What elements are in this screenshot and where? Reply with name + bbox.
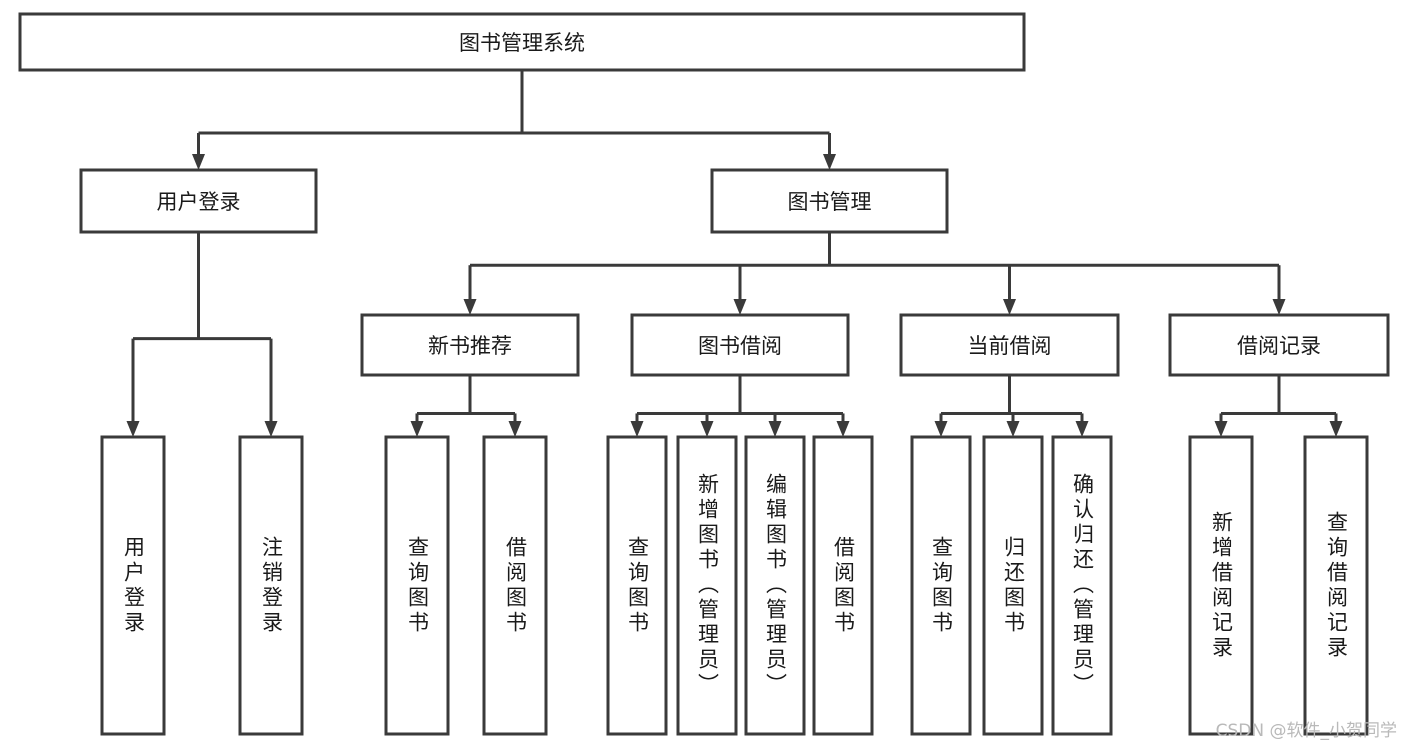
node-leaf-user-login[interactable]	[100, 435, 166, 736]
node-box-leaf-confirm-return-admin[interactable]	[1051, 435, 1113, 736]
arrow-head-icon	[1272, 299, 1286, 315]
node-leaf-user-logout[interactable]	[238, 435, 304, 736]
node-box-user-login[interactable]	[79, 168, 318, 234]
arrow-head-icon	[768, 421, 782, 437]
node-leaf-add-borrow-record[interactable]	[1188, 435, 1254, 736]
node-box-leaf-add-book-admin[interactable]	[676, 435, 738, 736]
node-label-user-login: 用户登录	[157, 190, 241, 214]
node-leaf-query-book-borrow[interactable]	[606, 435, 668, 736]
node-label-borrow-record: 借阅记录	[1237, 334, 1321, 358]
node-label-current-borrow: 当前借阅	[968, 334, 1052, 358]
node-box-leaf-query-book-borrow[interactable]	[606, 435, 668, 736]
arrow-head-icon	[733, 299, 747, 315]
node-user-login[interactable]: 用户登录	[79, 168, 318, 234]
arrow-head-icon	[1329, 421, 1343, 437]
node-box-leaf-edit-book-admin[interactable]	[744, 435, 806, 736]
node-box-leaf-return-book[interactable]	[982, 435, 1044, 736]
arrow-head-icon	[463, 299, 477, 315]
arrow-head-icon	[836, 421, 850, 437]
arrow-head-icon	[126, 421, 140, 437]
node-box-new-book-rec[interactable]	[360, 313, 580, 377]
node-box-book-manage[interactable]	[710, 168, 949, 234]
node-box-book-borrow[interactable]	[630, 313, 850, 377]
node-label-book-manage: 图书管理	[788, 190, 872, 214]
node-leaf-confirm-return-admin[interactable]	[1051, 435, 1113, 736]
arrow-head-icon	[192, 154, 205, 170]
node-leaf-add-book-admin[interactable]	[676, 435, 738, 736]
connectors-layer	[126, 70, 1343, 437]
arrow-head-icon	[508, 421, 522, 437]
node-label-new-book-rec: 新书推荐	[428, 334, 512, 358]
node-box-leaf-borrow-book[interactable]	[812, 435, 874, 736]
node-box-leaf-query-book-rec[interactable]	[384, 435, 450, 736]
csdn-watermark: CSDN @软件_小贺同学	[1215, 721, 1397, 741]
node-box-current-borrow[interactable]	[899, 313, 1120, 377]
node-leaf-query-book-cur[interactable]	[910, 435, 972, 736]
arrow-head-icon	[410, 421, 424, 437]
arrow-head-icon	[1075, 421, 1089, 437]
arrow-head-icon	[934, 421, 948, 437]
arrow-head-icon	[1006, 421, 1020, 437]
node-leaf-edit-book-admin[interactable]	[744, 435, 806, 736]
arrow-head-icon	[1214, 421, 1228, 437]
node-borrow-record[interactable]: 借阅记录	[1168, 313, 1390, 377]
arrow-head-icon	[700, 421, 714, 437]
arrow-head-icon	[630, 421, 644, 437]
node-root[interactable]: 图书管理系统	[18, 12, 1026, 72]
node-box-leaf-user-logout[interactable]	[238, 435, 304, 736]
node-box-leaf-user-login[interactable]	[100, 435, 166, 736]
arrow-head-icon	[1003, 299, 1016, 315]
node-leaf-borrow-book[interactable]	[812, 435, 874, 736]
node-box-leaf-query-borrow-record[interactable]	[1303, 435, 1369, 736]
node-book-borrow[interactable]: 图书借阅	[630, 313, 850, 377]
arrow-head-icon	[823, 154, 836, 170]
arrow-head-icon	[264, 421, 278, 437]
node-leaf-return-book[interactable]	[982, 435, 1044, 736]
node-leaf-query-book-rec[interactable]	[384, 435, 450, 736]
node-leaf-query-borrow-record[interactable]	[1303, 435, 1369, 736]
node-new-book-rec[interactable]: 新书推荐	[360, 313, 580, 377]
node-label-book-borrow: 图书借阅	[698, 334, 782, 358]
node-box-leaf-query-book-cur[interactable]	[910, 435, 972, 736]
node-leaf-borrow-book-rec[interactable]	[482, 435, 548, 736]
node-box-leaf-add-borrow-record[interactable]	[1188, 435, 1254, 736]
node-box-borrow-record[interactable]	[1168, 313, 1390, 377]
node-label-root: 图书管理系统	[459, 31, 585, 55]
node-box-root[interactable]	[18, 12, 1026, 72]
node-current-borrow[interactable]: 当前借阅	[899, 313, 1120, 377]
node-book-manage[interactable]: 图书管理	[710, 168, 949, 234]
node-box-leaf-borrow-book-rec[interactable]	[482, 435, 548, 736]
